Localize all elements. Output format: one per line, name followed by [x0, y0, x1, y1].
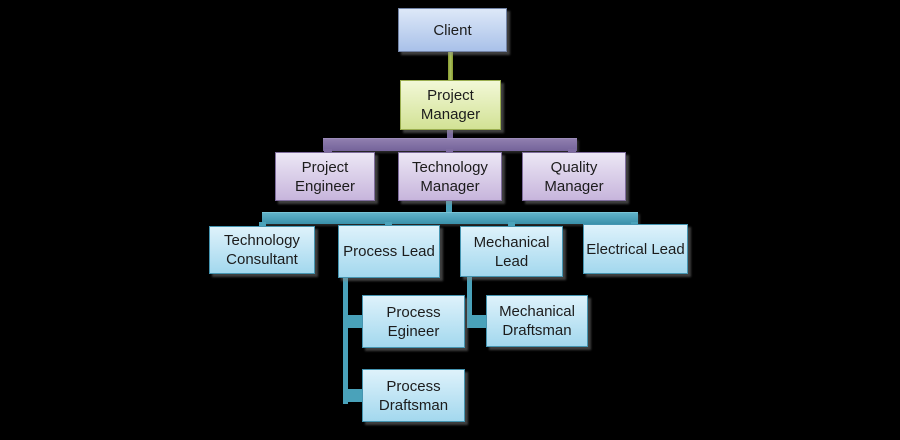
- connector-bar-level4: [262, 212, 638, 224]
- org-node-mechanical-draftsman-label: Mechanical Draftsman: [499, 303, 575, 339]
- connector-elbow-process-egineer: [343, 315, 363, 328]
- org-node-quality-manager: Quality Manager: [522, 152, 626, 201]
- org-node-process-lead-label: Process Lead: [343, 243, 435, 260]
- org-node-project-manager-label: Project Manager: [420, 87, 481, 123]
- org-node-project-engineer-label: Project Engineer: [294, 158, 356, 195]
- connector-drop-project-engineer: [324, 149, 332, 154]
- connector-mechanical-lead-vline: [467, 276, 472, 324]
- org-node-process-draftsman-label: Process Draftsman: [378, 377, 449, 414]
- org-node-electrical-lead-label: Electrical Lead: [586, 240, 685, 258]
- connector-drop-technology-manager: [446, 149, 453, 154]
- org-node-technology-manager: Technology Manager: [398, 152, 502, 201]
- org-node-process-lead: Process Lead: [338, 225, 440, 278]
- connector-drop-mechanical-lead: [508, 222, 515, 228]
- org-node-technology-consultant-label: Technology Consultant: [224, 232, 300, 268]
- connector-process-lead-vline: [343, 277, 348, 404]
- org-node-mechanical-lead: Mechanical Lead: [460, 226, 563, 277]
- org-node-process-egineer: Process Egineer: [362, 295, 465, 348]
- connector-technology-manager-stub: [446, 201, 452, 213]
- org-node-technology-consultant: Technology Consultant: [209, 226, 315, 274]
- org-node-mechanical-draftsman: Mechanical Draftsman: [486, 295, 588, 347]
- connector-bar-level3: [323, 138, 577, 151]
- org-node-project-manager: Project Manager: [400, 80, 501, 130]
- connector-elbow-mechanical-draftsman: [467, 315, 487, 328]
- org-node-mechanical-lead-label: Mechanical Lead: [473, 233, 550, 270]
- connector-drop-quality-manager: [568, 149, 576, 154]
- org-node-electrical-lead: Electrical Lead: [583, 224, 688, 274]
- connector-drop-technology-consultant: [259, 222, 266, 228]
- org-node-technology-manager-label: Technology Manager: [412, 158, 488, 195]
- org-node-client-label: Client: [433, 21, 472, 39]
- connector-client-project-manager: [448, 52, 453, 80]
- connector-project-manager-stub: [447, 130, 453, 139]
- org-node-client: Client: [398, 8, 507, 52]
- org-node-process-draftsman: Process Draftsman: [362, 369, 465, 422]
- connector-elbow-process-draftsman: [343, 389, 363, 402]
- org-node-quality-manager-label: Quality Manager: [544, 158, 604, 195]
- org-node-process-egineer-label: Process Egineer: [386, 303, 441, 340]
- org-node-project-engineer: Project Engineer: [275, 152, 375, 201]
